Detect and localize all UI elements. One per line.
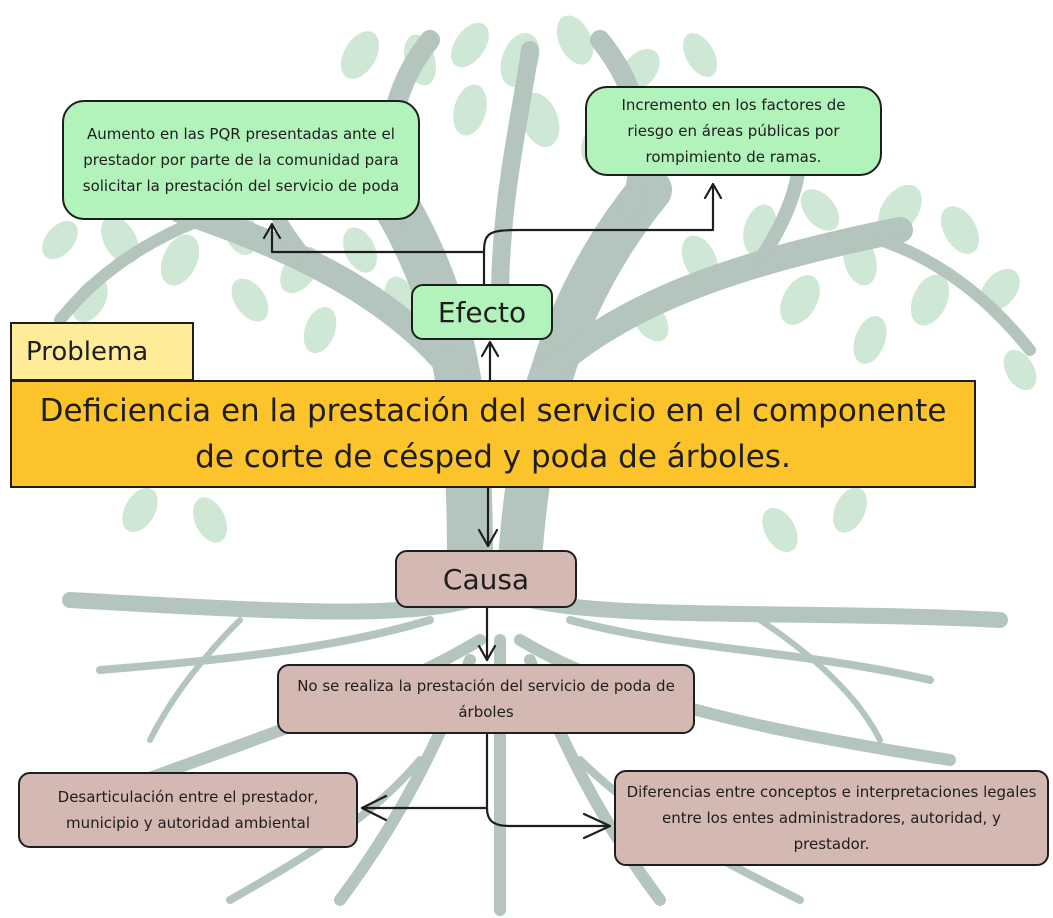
problema-label: Problema: [26, 336, 149, 367]
effect-left-text: Aumento en las PQR presentadas ante el p…: [82, 125, 400, 195]
main-cause-box: No se realiza la prestación del servicio…: [277, 664, 695, 734]
sub-cause-box-right: Diferencias entre conceptos e interpreta…: [614, 770, 1049, 866]
problem-statement: Deficiencia en la prestación del servici…: [39, 393, 947, 475]
causa-label-box: Causa: [395, 550, 577, 608]
effect-right-text: Incremento en los factores de riesgo en …: [621, 96, 846, 166]
sub-cause-left-text: Desarticulación entre el prestador, muni…: [57, 788, 319, 832]
effect-box-right: Incremento en los factores de riesgo en …: [585, 86, 882, 176]
efecto-label: Efecto: [437, 295, 527, 329]
efecto-label-box: Efecto: [411, 284, 553, 340]
main-cause-text: No se realiza la prestación del servicio…: [297, 677, 675, 721]
problem-box: Deficiencia en la prestación del servici…: [10, 380, 976, 488]
problema-tab: Problema: [10, 322, 194, 381]
sub-cause-right-text: Diferencias entre conceptos e interpreta…: [626, 783, 1037, 853]
effect-box-left: Aumento en las PQR presentadas ante el p…: [62, 100, 420, 220]
causa-label: Causa: [442, 562, 530, 596]
sub-cause-box-left: Desarticulación entre el prestador, muni…: [18, 772, 358, 848]
